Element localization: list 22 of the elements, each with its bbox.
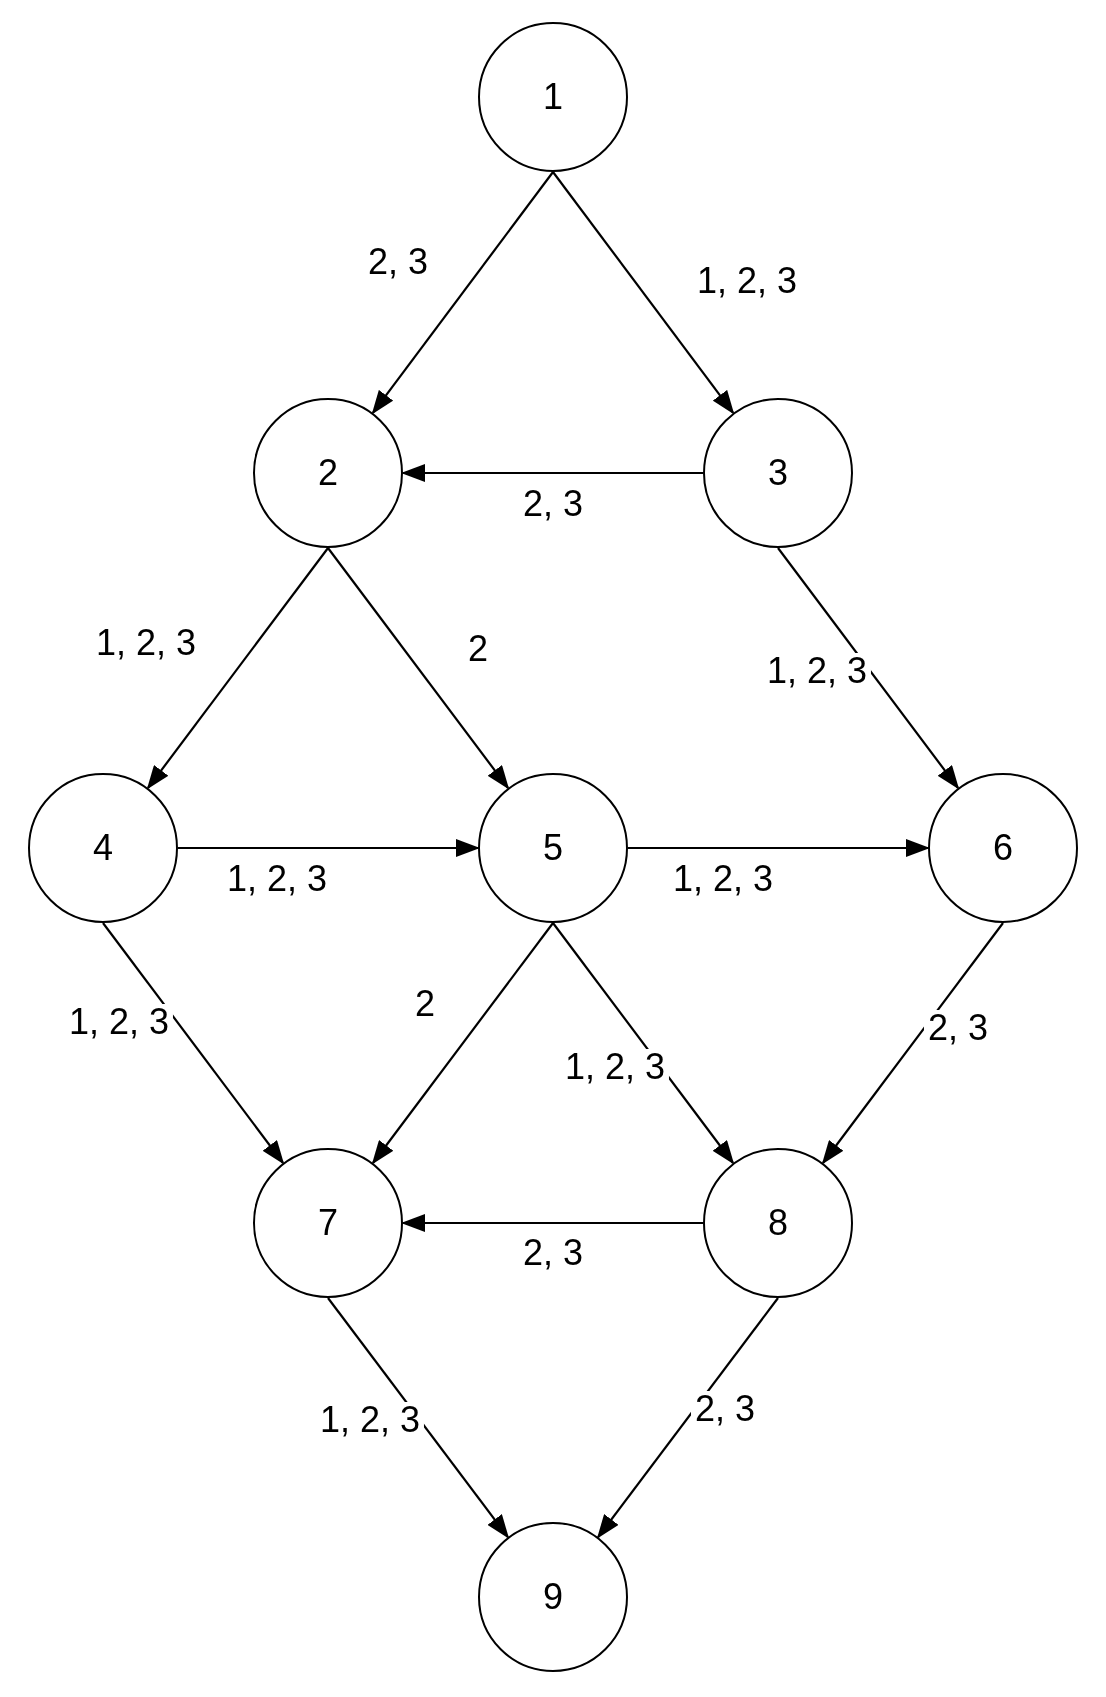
node-label: 8 xyxy=(768,1201,788,1245)
arrow xyxy=(102,922,285,1165)
arrow xyxy=(327,547,510,790)
arrow xyxy=(552,922,735,1165)
node-label: 6 xyxy=(993,826,1013,870)
arrow xyxy=(178,839,480,857)
arrow xyxy=(596,1297,779,1539)
arrow xyxy=(628,839,930,857)
node-label: 1 xyxy=(543,75,563,119)
node-label: 2 xyxy=(318,451,338,495)
node-label: 7 xyxy=(318,1201,338,1245)
arrow xyxy=(821,922,1004,1165)
arrow xyxy=(777,547,960,790)
arrow xyxy=(371,922,554,1165)
arrow xyxy=(146,547,329,790)
node-label: 5 xyxy=(543,826,563,870)
node-label: 9 xyxy=(543,1575,563,1619)
arrow xyxy=(552,171,735,415)
node-label: 4 xyxy=(93,826,113,870)
arrow xyxy=(327,1297,510,1539)
node-label: 3 xyxy=(768,451,788,495)
arrow xyxy=(371,171,554,415)
